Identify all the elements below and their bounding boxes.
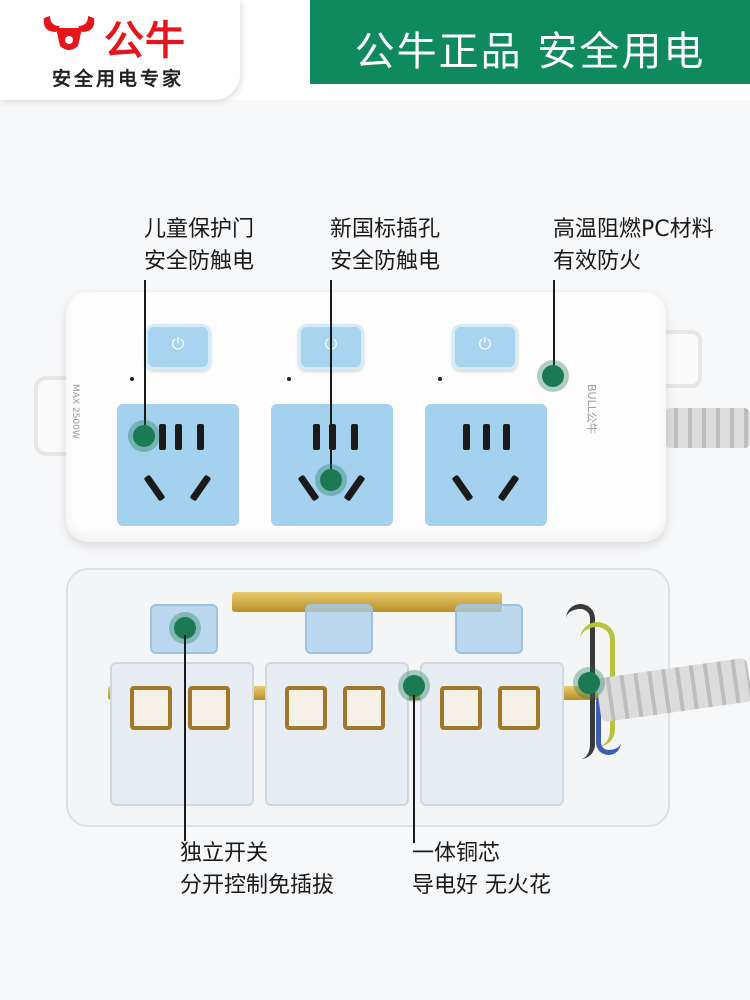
- outlet-2[interactable]: [271, 404, 393, 526]
- outlet-1-switch[interactable]: ⏻: [145, 324, 211, 370]
- flame-retardant-label: 高温阻燃PC材料 有效防火: [553, 214, 714, 278]
- indicator-light: [287, 377, 291, 381]
- callout-dot-flame: [542, 365, 564, 387]
- indicator-light: [438, 377, 442, 381]
- callout-dot-wire: [578, 672, 600, 694]
- callout-dot-copper: [403, 675, 425, 697]
- brand-name: 公牛: [104, 18, 186, 64]
- copper-line1: 一体铜芯: [412, 841, 501, 866]
- new-standard-line2: 安全防触电: [330, 249, 441, 274]
- wire-blue: [596, 690, 621, 755]
- power-icon: ⏻: [478, 334, 492, 353]
- outlet-3[interactable]: [425, 404, 547, 526]
- power-cable: [664, 408, 750, 448]
- callout-line-new-standard: [330, 280, 332, 480]
- callout-line-child-door: [144, 280, 146, 436]
- power-icon: ⏻: [171, 334, 185, 353]
- switch-line1: 独立开关: [180, 841, 269, 866]
- new-standard-line1: 新国标插孔: [330, 217, 441, 242]
- new-standard-label: 新国标插孔 安全防触电: [330, 214, 440, 278]
- brand-logo-card: 公牛 安全用电专家: [0, 0, 240, 100]
- bull-logo-icon: [43, 16, 95, 50]
- brand-slogan: 安全用电专家: [52, 68, 185, 90]
- strip-brand-mark: BULL公牛: [585, 384, 598, 434]
- child-door-label: 儿童保护门 安全防触电: [144, 214, 254, 278]
- slogan-banner: 公牛正品 安全用电: [310, 0, 750, 84]
- socket-module: [420, 662, 564, 806]
- flame-line2: 有效防火: [553, 249, 642, 274]
- callout-dot-child-door: [133, 425, 155, 447]
- indicator-light: [130, 377, 134, 381]
- callout-line-switch: [184, 635, 186, 841]
- child-door-line1: 儿童保护门: [144, 217, 255, 242]
- callout-dot-new-standard: [320, 469, 342, 491]
- switch-line2: 分开控制免插拔: [180, 873, 335, 898]
- outlet-1[interactable]: [117, 404, 239, 526]
- callout-dot-switch: [174, 617, 196, 639]
- socket-module: [265, 662, 409, 806]
- outlet-3-switch[interactable]: ⏻: [452, 324, 518, 370]
- internal-switch: [455, 604, 523, 654]
- rating-text: MAX 2500W: [70, 384, 80, 439]
- banner-text: 公牛正品 安全用电: [354, 29, 706, 75]
- internal-switch: [305, 604, 373, 654]
- socket-module: [110, 662, 254, 806]
- callout-line-copper: [413, 695, 415, 843]
- background-panel: [0, 100, 750, 1000]
- copper-line2: 导电好 无火花: [412, 873, 551, 898]
- switch-busbar: [232, 592, 502, 612]
- child-door-line2: 安全防触电: [144, 249, 255, 274]
- flame-line1: 高温阻燃PC材料: [553, 217, 714, 242]
- copper-label: 一体铜芯 导电好 无火花: [412, 838, 551, 902]
- callout-line-flame: [553, 280, 555, 376]
- switch-label: 独立开关 分开控制免插拔: [180, 838, 334, 902]
